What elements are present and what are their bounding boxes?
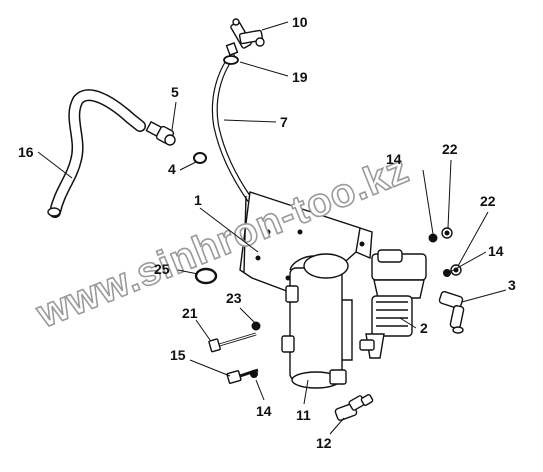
callout-14-upper: 14 [386, 151, 402, 167]
callout-16: 16 [18, 144, 34, 160]
callout-22-upper: 22 [442, 141, 458, 157]
leader-lines [37, 21, 507, 435]
washer-14-right [443, 269, 451, 277]
connector-5 [145, 120, 176, 146]
callout-21: 21 [182, 305, 198, 321]
callout-2: 2 [420, 320, 428, 336]
callout-4: 4 [168, 161, 176, 177]
callout-12: 12 [316, 435, 332, 451]
washer-23 [251, 321, 261, 331]
callout-11: 11 [296, 407, 311, 423]
clamp-19 [223, 55, 239, 65]
callout-25: 25 [154, 261, 170, 277]
gasket-25 [194, 267, 218, 285]
fuel-filter-2 [359, 249, 427, 359]
callout-labels: 10 19 5 7 16 4 14 22 22 14 1 25 3 23 21 … [18, 14, 516, 451]
hose-16 [47, 89, 146, 218]
callout-1: 1 [194, 192, 202, 208]
callout-19: 19 [292, 69, 308, 85]
callout-5: 5 [171, 84, 179, 100]
elbow-12 [334, 394, 374, 421]
tee-fitting-10 [225, 18, 265, 56]
callout-7: 7 [280, 114, 288, 130]
nut-22-upper [441, 227, 453, 239]
separator-11 [281, 253, 353, 389]
bolt-21 [208, 332, 257, 353]
callout-14-lower: 14 [256, 403, 272, 419]
elbow-fitting-3 [438, 290, 465, 334]
o-ring-4 [193, 152, 207, 164]
callout-10: 10 [292, 14, 308, 30]
callout-3: 3 [508, 277, 516, 293]
hose-7 [211, 53, 253, 203]
washer-14-upper [428, 233, 438, 243]
callout-14-right: 14 [488, 243, 504, 259]
callout-23: 23 [226, 290, 242, 306]
callout-15: 15 [170, 347, 186, 363]
washer-14-lower [250, 370, 258, 378]
callout-22-right: 22 [480, 193, 496, 209]
